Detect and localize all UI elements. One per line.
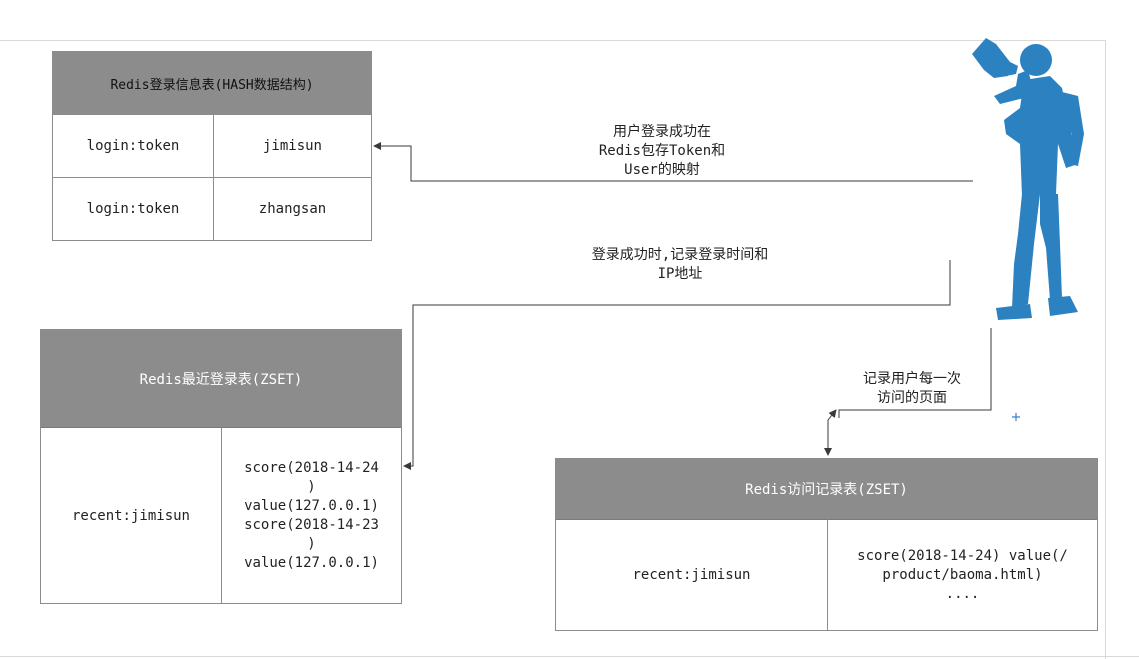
label-line: User的映射: [624, 162, 700, 178]
column-divider: [827, 519, 828, 630]
login-info-table: Redis登录信息表(HASH数据结构) login:token jimisun…: [52, 51, 372, 241]
recent-login-key: recent:jimisun: [71, 507, 190, 524]
visit-value-line: score(2018-14-24) value(/: [857, 547, 1068, 564]
recent-login-table-title: Redis最近登录表(ZSET): [41, 330, 401, 428]
login-info-table-title: Redis登录信息表(HASH数据结构): [53, 52, 371, 115]
recent-value-line: value(127.0.0.1): [244, 497, 379, 514]
connector-record-login: [403, 260, 951, 470]
connector-visit-bidirectional: [824, 409, 837, 456]
visit-value-line: product/baoma.html): [882, 566, 1043, 583]
label-record-visit: 记录用户每一次 访问的页面: [842, 370, 982, 408]
top-border: [0, 40, 1105, 41]
recent-value-line: value(127.0.0.1): [244, 554, 379, 571]
row-divider: [53, 177, 371, 178]
right-border: [1105, 40, 1106, 659]
visit-record-values: score(2018-14-24) value(/ product/baoma.…: [828, 520, 1097, 630]
person-megaphone-icon: [972, 38, 1084, 320]
column-divider: [213, 114, 214, 240]
recent-value-line: score(2018-14-24: [244, 459, 379, 476]
recent-value-line: ): [307, 478, 316, 495]
recent-value-line: ): [307, 535, 316, 552]
plus-icon: [1012, 413, 1020, 421]
label-token-mapping: 用户登录成功在 Redis包存Token和 User的映射: [572, 123, 752, 180]
recent-value-line: score(2018-14-23: [244, 516, 379, 533]
login-row-1-key: login:token: [86, 138, 180, 154]
login-row-1-value: jimisun: [262, 138, 322, 154]
login-row-2-key: login:token: [86, 201, 180, 217]
visit-record-key: recent:jimisun: [632, 567, 751, 583]
label-record-login: 登录成功时,记录登录时间和 IP地址: [560, 246, 800, 284]
label-line: 登录成功时,记录登录时间和: [591, 247, 769, 263]
visit-record-table: Redis访问记录表(ZSET) recent:jimisun score(20…: [555, 458, 1098, 631]
login-row-2-value: zhangsan: [258, 201, 327, 217]
connector-record-visit: [838, 328, 992, 418]
visit-record-table-title: Redis访问记录表(ZSET): [556, 459, 1097, 520]
label-line: 用户登录成功在: [613, 124, 711, 140]
recent-login-values: score(2018-14-24 ) value(127.0.0.1) scor…: [222, 428, 401, 603]
label-line: Redis包存Token和: [598, 143, 726, 159]
column-divider: [221, 427, 222, 603]
label-line: 记录用户每一次: [863, 371, 961, 387]
connector-token-mapping: [373, 142, 973, 182]
row-divider: [53, 114, 371, 115]
label-line: 访问的页面: [877, 390, 947, 406]
visit-value-line: ....: [945, 585, 980, 602]
bottom-border: [0, 656, 1139, 657]
label-line: IP地址: [657, 266, 703, 282]
recent-login-table: Redis最近登录表(ZSET) recent:jimisun score(20…: [40, 329, 402, 604]
